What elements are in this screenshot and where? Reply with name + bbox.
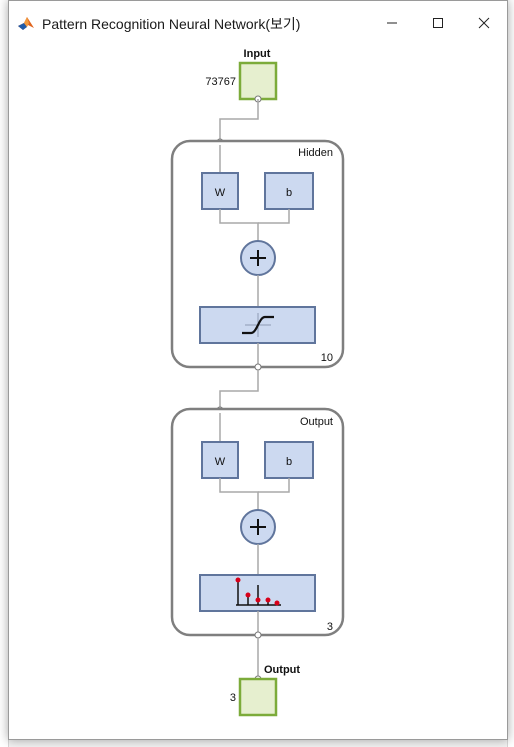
nn-view-window: Pattern Recognition Neural Network(보기) I… <box>8 0 508 740</box>
maximize-button[interactable] <box>415 1 461 45</box>
title-bar[interactable]: Pattern Recognition Neural Network(보기) <box>9 1 507 45</box>
wire-input-hidden <box>219 99 259 139</box>
minimize-button[interactable] <box>369 1 415 45</box>
input-label: Input <box>244 48 271 60</box>
network-diagram: Input 73767 Hidden W b <box>170 48 345 717</box>
matlab-icon <box>18 17 34 30</box>
hidden-bias-label: b <box>286 187 292 199</box>
network-diagram-area: Input 73767 Hidden W b <box>9 45 507 739</box>
window-title: Pattern Recognition Neural Network(보기) <box>42 16 301 32</box>
hidden-label: Hidden <box>298 147 333 159</box>
background-editor-right <box>507 0 514 747</box>
hidden-wire-w-sum <box>219 209 259 241</box>
output-weight-block[interactable] <box>201 441 239 479</box>
minimize-icon <box>387 22 397 24</box>
output-weight-label: W <box>215 456 226 468</box>
tansig-icon <box>242 313 274 337</box>
maximize-icon <box>433 18 443 28</box>
hidden-weight-label: W <box>215 187 226 199</box>
output-label: Output <box>264 664 300 676</box>
output-block[interactable] <box>238 677 278 717</box>
output-size: 3 <box>230 692 236 704</box>
hidden-out-port <box>254 363 262 371</box>
output-bias-block[interactable] <box>264 441 314 479</box>
input-size: 73767 <box>205 76 236 88</box>
output-layer-size: 3 <box>327 621 333 633</box>
close-icon <box>478 17 490 29</box>
output-layer-out-port <box>254 631 262 639</box>
hidden-wire-b-sum <box>258 209 290 224</box>
output-layer-label: Output <box>300 416 333 428</box>
hidden-size: 10 <box>321 352 333 364</box>
softmax-icon <box>235 577 281 606</box>
wire-hidden-output <box>219 370 259 407</box>
output-bias-label: b <box>286 456 292 468</box>
input-block[interactable] <box>238 61 278 101</box>
close-button[interactable] <box>461 1 507 45</box>
